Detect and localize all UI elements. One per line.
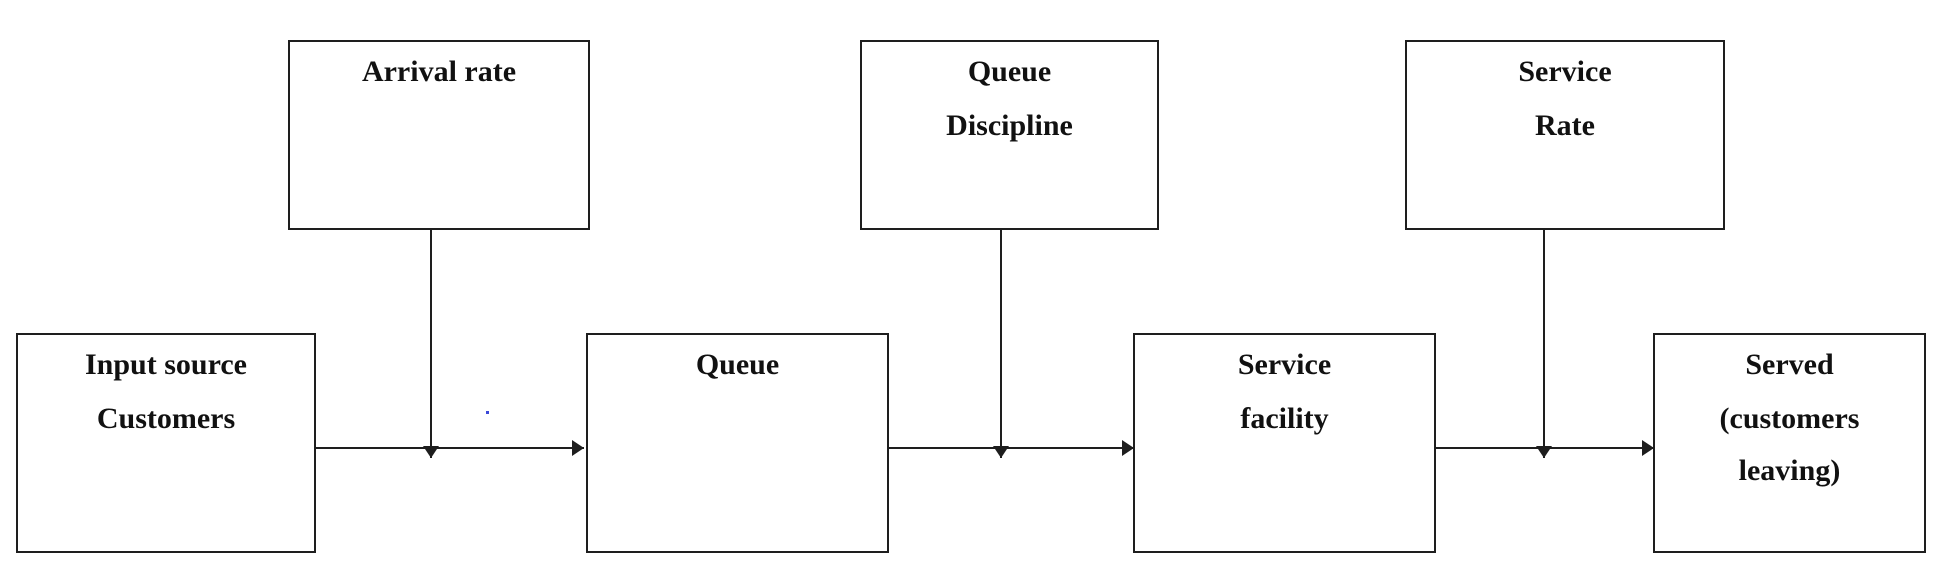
node-input-source-line-1: Input source xyxy=(85,348,247,381)
node-queue: Queue xyxy=(586,333,889,553)
node-queue-line-1: Queue xyxy=(695,348,780,381)
node-queue-discipline-line-2: Discipline xyxy=(946,109,1073,142)
node-service-rate-line-2: Rate xyxy=(1535,109,1595,142)
node-service-facility-line-2: facility xyxy=(1240,402,1329,435)
stray-blue-dot xyxy=(486,411,489,414)
node-served-line-3: leaving) xyxy=(1738,454,1841,487)
node-service-rate: Service Rate xyxy=(1405,40,1725,230)
node-service-facility: Service facility xyxy=(1133,333,1436,553)
node-served: Served (customers leaving) xyxy=(1653,333,1926,553)
node-arrival-rate-line-1: Arrival rate xyxy=(361,55,517,88)
node-service-facility-line-1: Service xyxy=(1237,348,1332,381)
node-queue-discipline-line-1: Queue xyxy=(967,55,1052,88)
node-served-line-2: (customers xyxy=(1719,402,1860,435)
node-input-source: Input source Customers xyxy=(16,333,316,553)
node-service-rate-line-1: Service xyxy=(1518,55,1612,88)
node-queue-discipline: Queue Discipline xyxy=(860,40,1159,230)
node-arrival-rate: Arrival rate xyxy=(288,40,590,230)
node-served-line-1: Served xyxy=(1745,348,1834,381)
node-input-source-line-2: Customers xyxy=(96,402,236,435)
